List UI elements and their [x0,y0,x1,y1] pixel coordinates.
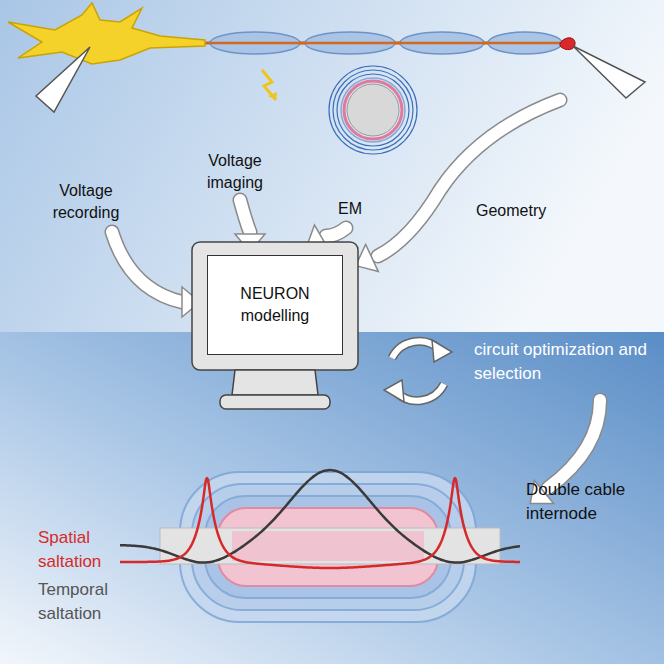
light-flash [268,92,277,100]
cycle-arrows [384,340,452,402]
callout-label: Double cable internode [526,478,650,526]
flow-arrow [112,100,600,515]
flow-arrow [326,228,346,236]
step-label: circuit optimization and selection [474,338,662,386]
trace-label: Spatial saltation [38,526,120,574]
callout-label: Geometry [476,200,566,222]
computer [192,242,358,409]
flow-arrow [378,100,560,256]
em-cross-section [329,66,417,154]
voltage-trace [120,470,520,568]
callout-label: EM [338,198,378,220]
flow-arrow [548,400,600,488]
light-flash [262,70,276,100]
flow-arrow [240,200,250,232]
spatial-trace [120,478,520,568]
callout-label: Voltage recording [38,180,134,225]
temporal-trace [120,470,520,563]
flow-arrow [378,100,560,256]
flow-arrow [112,232,182,302]
neuron [8,3,575,64]
flow-arrow [240,200,250,232]
trace-label: Temporal saltation [38,578,120,626]
bottom-panel [0,332,664,664]
callout-label: Voltage imaging [192,150,278,195]
flow-arrow [548,400,600,488]
flow-arrow [112,232,182,302]
flow-arrow [326,228,346,236]
screen-text: NEURON modelling [208,279,342,330]
screen-box: NEURON modelling [207,255,343,355]
